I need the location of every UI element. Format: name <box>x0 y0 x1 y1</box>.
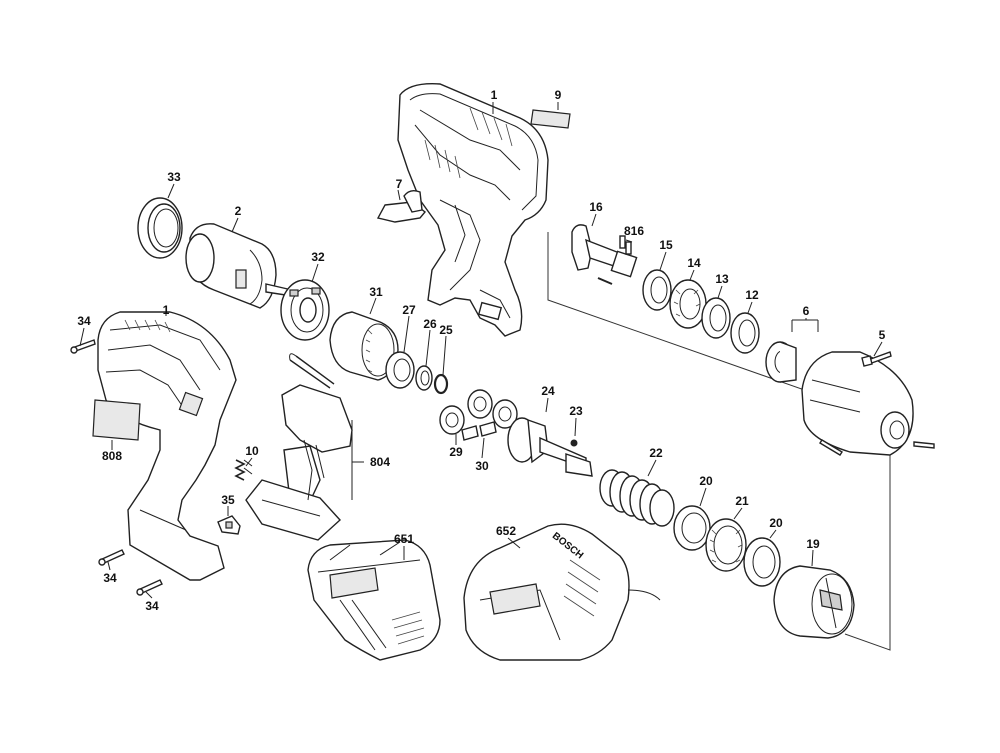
label-26: 26 <box>423 317 437 331</box>
flange-32 <box>280 279 330 341</box>
label-5: 5 <box>879 328 886 342</box>
battery-pack-651 <box>307 539 441 661</box>
label-20-a: 20 <box>699 474 713 488</box>
label-29: 29 <box>449 445 463 459</box>
label-1-top: 1 <box>491 88 498 102</box>
label-804: 804 <box>370 455 390 469</box>
label-22: 22 <box>649 446 663 460</box>
label-12: 12 <box>745 288 759 302</box>
bearing-27 <box>385 351 415 389</box>
screw-5 <box>819 351 935 456</box>
bearing-14 <box>669 279 707 329</box>
spindle-24 <box>507 417 593 477</box>
spring-10 <box>234 459 253 481</box>
needle-bearing-21 <box>705 518 747 572</box>
label-652: 652 <box>496 524 516 538</box>
washer-13 <box>701 297 731 339</box>
housing-half-top <box>397 83 549 337</box>
label-35: 35 <box>221 493 235 507</box>
label-plate-808 <box>92 399 141 441</box>
label-32: 32 <box>311 250 325 264</box>
label-plate-9 <box>530 109 571 129</box>
label-33: 33 <box>167 170 181 184</box>
leader-lines <box>79 102 883 599</box>
label-651: 651 <box>394 532 414 546</box>
label-27: 27 <box>402 303 416 317</box>
anvil-16 <box>571 224 638 285</box>
planet-gears-29 <box>439 389 518 435</box>
gear-housing-cover-6 <box>791 319 914 456</box>
washer-20-b <box>743 537 781 587</box>
spring-22 <box>599 469 675 527</box>
pins-30 <box>461 421 497 441</box>
label-34-mid: 34 <box>103 571 117 585</box>
washer-20-a <box>673 505 711 551</box>
label-34-bottom: 34 <box>145 599 159 613</box>
washer-26 <box>415 365 433 391</box>
label-20-b: 20 <box>769 516 783 530</box>
pin-816 <box>619 235 632 255</box>
label-1-left: 1 <box>163 303 170 317</box>
label-24: 24 <box>541 384 555 398</box>
rubber-ring-33 <box>137 197 183 259</box>
screw-34-top <box>70 339 96 354</box>
switch-part-35 <box>217 515 241 535</box>
part-number-labels: 1 9 7 33 2 32 31 27 26 25 16 816 15 14 1… <box>77 88 885 613</box>
label-30: 30 <box>475 459 489 473</box>
switch-lever-7 <box>376 189 427 223</box>
label-10: 10 <box>245 444 259 458</box>
label-7: 7 <box>396 177 403 191</box>
label-21: 21 <box>735 494 749 508</box>
label-14: 14 <box>687 256 701 270</box>
label-13: 13 <box>715 272 729 286</box>
washer-15 <box>642 269 672 311</box>
label-19: 19 <box>806 537 820 551</box>
label-31: 31 <box>369 285 383 299</box>
label-15: 15 <box>659 238 673 252</box>
screw-34-mid <box>98 549 125 566</box>
housing-half-left <box>97 311 237 581</box>
ring-gear-31 <box>329 311 399 381</box>
o-ring-25 <box>433 373 449 395</box>
hammer-19 <box>773 565 855 639</box>
screw-34-bottom <box>136 579 163 596</box>
label-9: 9 <box>555 88 562 102</box>
label-25: 25 <box>439 323 453 337</box>
switch-module-804 <box>245 353 353 541</box>
charger-652: BOSCH <box>463 523 661 661</box>
label-816: 816 <box>624 224 644 238</box>
bushing-6 <box>765 341 797 383</box>
ball-23 <box>570 439 578 447</box>
label-16: 16 <box>589 200 603 214</box>
label-808: 808 <box>102 449 122 463</box>
label-6: 6 <box>803 304 810 318</box>
label-23: 23 <box>569 404 583 418</box>
washer-12 <box>730 312 760 354</box>
label-34-top: 34 <box>77 314 91 328</box>
label-2: 2 <box>235 204 242 218</box>
motor-2 <box>185 223 293 309</box>
